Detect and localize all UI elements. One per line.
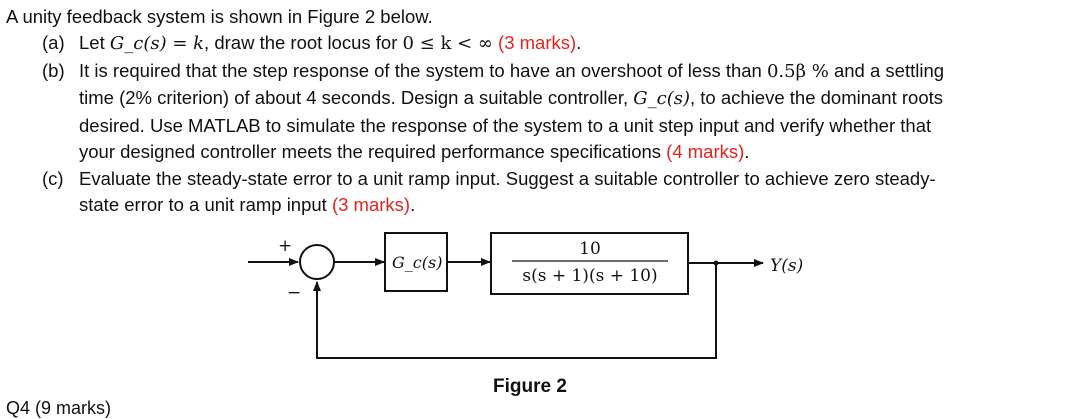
part-b-line2-pre: time (2% criterion) of about 4 seconds. … — [79, 87, 629, 108]
part-b-label: (b) — [42, 59, 65, 81]
part-b-line1-post: and a settling — [833, 59, 945, 81]
summing-plus-sign: + — [278, 236, 292, 256]
plant-numerator: 10 — [579, 239, 601, 259]
part-a-equation: G_c(s) = k — [109, 33, 205, 54]
part-b-end: . — [744, 141, 750, 162]
part-b-marks: (4 marks) — [666, 141, 745, 162]
part-b-controller: G_c(s) — [633, 88, 691, 109]
part-c-marks: (3 marks) — [331, 194, 411, 215]
summing-junction — [299, 244, 335, 280]
part-a-range: 0 ≤ k < ∞ — [402, 33, 493, 54]
block-diagram: + − G_c(s) 10 s(s + 1)(s + 10) Y(s) — [248, 232, 803, 359]
part-c-end: . — [410, 194, 416, 215]
part-b-line3: desired. Use MATLAB to simulate the resp… — [79, 114, 932, 136]
question-intro: A unity feedback system is shown in Figu… — [6, 6, 433, 27]
part-c: (c) Evaluate the steady-state error to a… — [6, 166, 1056, 219]
figure-caption: Figure 2 — [493, 376, 567, 397]
part-b: (b) It is required that the step respons… — [6, 58, 1056, 166]
part-c-line2: state error to a unit ramp input — [79, 194, 327, 215]
part-a-mid: , draw the root locus for — [204, 32, 398, 53]
output-label: Y(s) — [770, 256, 803, 276]
part-b-line4: your designed controller meets the requi… — [79, 141, 662, 162]
controller-label: G_c(s) — [392, 253, 442, 272]
part-a-label: (a) — [42, 32, 65, 53]
plant-denominator: s(s + 1)(s + 10) — [522, 266, 657, 286]
part-a-pre: Let — [79, 32, 105, 53]
question-document: A unity feedback system is shown in Figu… — [6, 4, 1056, 219]
feedback-path — [313, 263, 717, 359]
part-b-overshoot-value: 0.5β % — [766, 60, 829, 82]
part-c-line1: Evaluate the steady-state error to a uni… — [79, 167, 936, 189]
summing-minus-sign: − — [287, 283, 301, 303]
part-b-line2-post: , to achieve the dominant roots — [690, 87, 943, 108]
part-b-line1-pre: It is required that the step response of… — [79, 59, 762, 81]
part-a: (a) Let G_c(s) = k, draw the root locus … — [6, 30, 1056, 58]
part-c-label: (c) — [42, 167, 64, 189]
part-a-marks: (3 marks) — [498, 32, 577, 53]
part-a-end: . — [576, 32, 582, 53]
